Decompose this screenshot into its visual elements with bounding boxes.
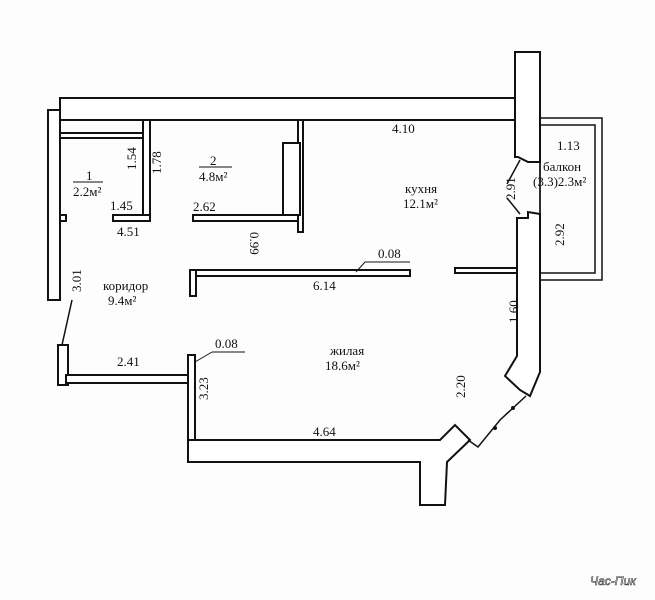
living-name: жилая (329, 343, 364, 358)
window-dot (511, 406, 515, 410)
corridor-area: 9.4м² (108, 293, 136, 308)
left-wall-lower (57, 344, 69, 386)
balcony-area: (3.3)2.3м² (533, 174, 586, 189)
bathroom-top-wall (59, 132, 144, 139)
dim-6.14: 6.14 (313, 278, 336, 293)
corridor-partition-end (189, 269, 197, 297)
corridor-partition (189, 269, 411, 277)
top-exterior-wall (59, 97, 518, 121)
balcony-name: балкон (543, 159, 581, 174)
dim-1.60: 1.60 (506, 300, 521, 323)
kitchen-name: кухня (405, 181, 437, 196)
balcony-inner (539, 124, 596, 274)
entrance-door-line (61, 299, 73, 346)
dim-4.64: 4.64 (313, 424, 336, 439)
dim-1.13: 1.13 (557, 138, 580, 153)
left-exterior-wall (47, 109, 61, 301)
dim-0.08-kitchen: 0.08 (378, 246, 401, 261)
dim-2.91: 2.91 (503, 177, 518, 200)
dim-1.78: 1.78 (149, 151, 164, 174)
watermark: Час-Пик (590, 574, 637, 588)
corridor-bottom-wall (65, 374, 193, 384)
window-dot (493, 426, 497, 430)
bottom-exterior-wall (187, 423, 472, 506)
dim-1.45: 1.45 (110, 198, 133, 213)
corridor-name: коридор (103, 278, 148, 293)
bathroom-bottom-wall (112, 214, 151, 222)
room2-number: 2 (210, 153, 217, 168)
balcony-door-leaf-1 (506, 159, 521, 185)
dim-4.51: 4.51 (117, 224, 140, 239)
dim-3.01: 3.01 (69, 269, 84, 292)
outlet-mark (59, 214, 67, 222)
right-column-upper (514, 51, 541, 163)
dim-0.99: 0.99 (247, 232, 262, 255)
bay-window (467, 395, 527, 449)
dim-0.08-living: 0.08 (215, 336, 238, 351)
dim-2.20: 2.20 (453, 375, 468, 398)
living-area: 18.6м² (325, 358, 360, 373)
living-left-wall (187, 354, 196, 441)
room2-area: 4.8м² (199, 169, 227, 184)
dim-2.41: 2.41 (117, 354, 140, 369)
kitchen-area: 12.1м² (403, 196, 438, 211)
closet (282, 142, 301, 216)
leader-line (194, 351, 213, 363)
room1-area: 2.2м² (73, 184, 101, 199)
dim-2.62: 2.62 (193, 199, 216, 214)
dim-1.54: 1.54 (124, 147, 139, 170)
right-wall-lower (503, 210, 541, 398)
leader-line (355, 261, 366, 273)
kitchen-stub-wall (454, 267, 518, 274)
dim-2.92: 2.92 (552, 223, 567, 246)
dim-3.23: 3.23 (196, 377, 211, 400)
balcony-door-leaf-2 (506, 197, 521, 215)
dim-4.10: 4.10 (392, 121, 415, 136)
room1-number: 1 (86, 168, 93, 183)
